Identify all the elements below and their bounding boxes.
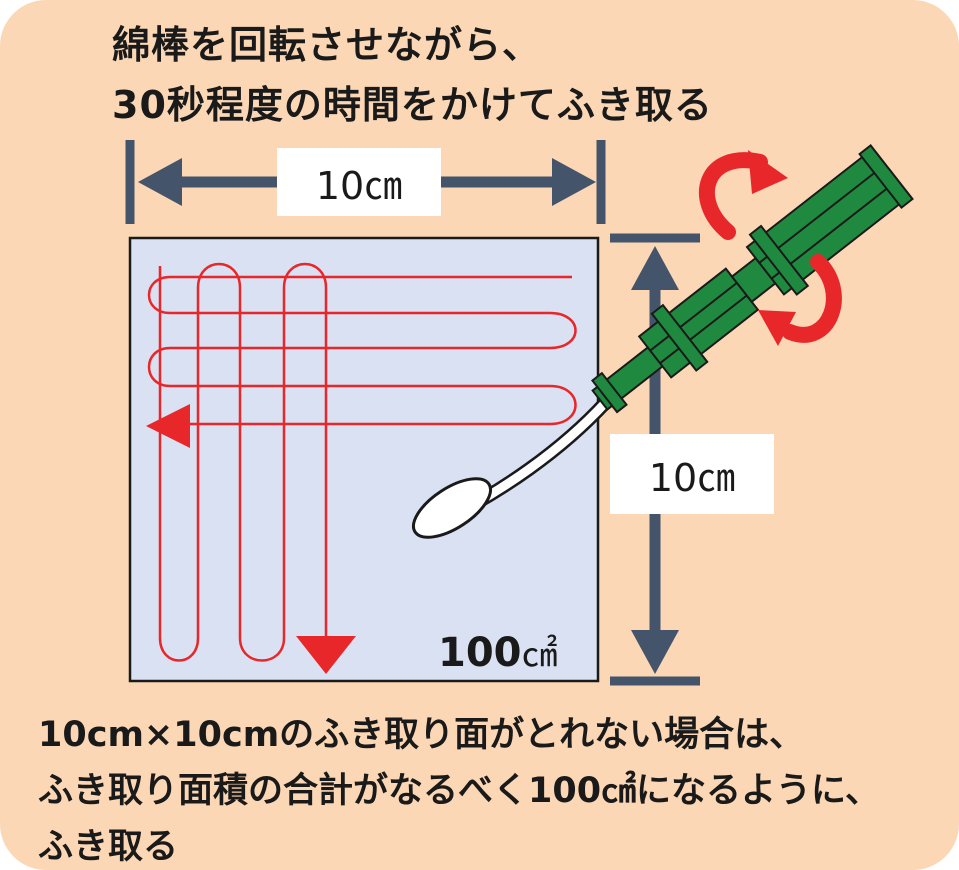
wipe-surface <box>128 236 600 683</box>
note-line-2: ふき取り面積の合計がなるべく100㎠になるように、 <box>38 771 881 811</box>
title-line-1: 綿棒を回転させながら、 <box>112 23 542 67</box>
horizontal-arrowhead <box>146 404 190 448</box>
note-line-1: 10cm×10cmのふき取り面がとれない場合は、 <box>38 715 805 755</box>
vertical-arrowhead <box>296 636 356 674</box>
area-value: 100 <box>438 630 522 676</box>
height-label: 10㎝ <box>610 434 774 514</box>
title-line-2: 30秒程度の時間をかけてふき取る <box>112 83 713 127</box>
horizontal-wipe-path <box>147 275 577 426</box>
cotton-swab-icon <box>412 144 914 539</box>
vertical-wipe-path <box>158 262 328 662</box>
width-label: 10㎝ <box>277 148 441 216</box>
area-label: 100㎠ <box>438 625 558 677</box>
area-unit: ㎠ <box>521 634 558 675</box>
rotation-arrows-icon <box>698 150 842 346</box>
note-line-3: ふき取る <box>38 827 179 867</box>
